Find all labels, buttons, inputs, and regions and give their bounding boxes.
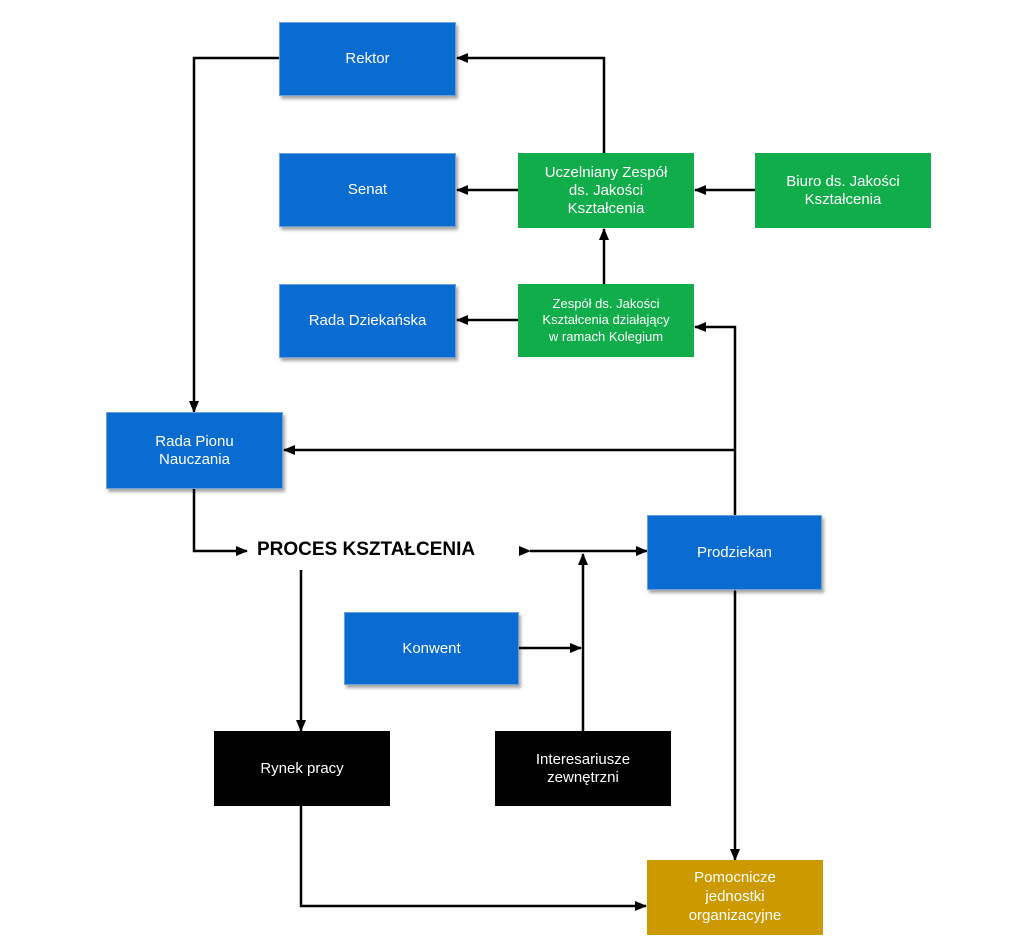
node-pomocnicze-label: Pomocnicze jednostki organizacyjne [688,869,782,924]
node-proces-ksztalcenia: PROCES KSZTAŁCENIA [257,539,476,560]
node-rada-pionu: Rada Pionu Nauczania [106,412,283,489]
node-rynek-pracy: Rynek pracy [214,731,390,806]
arrow-rektor-to-rada-pionu [189,56,279,413]
node-prodziekan-label: Prodziekan [696,543,773,561]
node-uczelniany-zespol-label: Uczelniany Zespół ds. Jakości Kształceni… [544,163,668,217]
node-biuro-label: Biuro ds. Jakości Kształcenia [786,172,900,208]
node-interesariusze: Interesariusze zewnętrzni [495,731,671,806]
node-biuro: Biuro ds. Jakości Kształcenia [755,153,931,228]
node-konwent: Konwent [344,612,519,685]
node-rektor: Rektor [279,22,456,96]
node-interesariusze-label: Interesariusze zewnętrzni [535,750,631,786]
node-zespol-kolegium: Zespół ds. Jakości Kształcenia działając… [518,284,694,357]
node-senat-label: Senat [347,181,388,198]
arrow-uczelniany-to-rektor [456,53,606,153]
node-prodziekan: Prodziekan [647,515,822,590]
node-rada-dziekanska: Rada Dziekańska [279,284,456,358]
node-rada-pionu-label: Rada Pionu Nauczania [155,432,234,468]
node-zespol-kolegium-label: Zespół ds. Jakości Kształcenia działając… [542,296,670,344]
node-rektor-label: Rektor [345,50,390,67]
node-uczelniany-zespol: Uczelniany Zespół ds. Jakości Kształceni… [518,153,694,228]
node-rada-dziekanska-label: Rada Dziekańska [308,312,427,329]
node-rynek-pracy-label: Rynek pracy [260,759,344,777]
arrow-rynek-to-pomocnicze [299,806,647,911]
node-senat: Senat [279,153,456,227]
node-pomocnicze: Pomocnicze jednostki organizacyjne [647,860,823,935]
node-konwent-label: Konwent [402,639,461,657]
arrow-rada-pionu-to-proces [192,489,248,556]
arrow-prodziekan-to-kolegium [694,322,737,515]
